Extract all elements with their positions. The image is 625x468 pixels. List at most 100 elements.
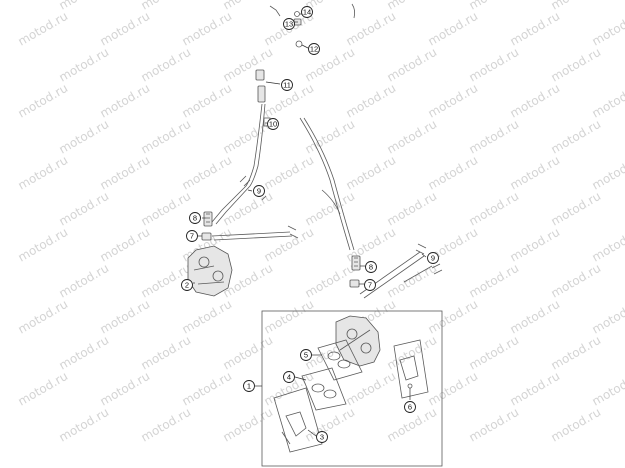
watermark-text: motod.ru — [139, 333, 194, 373]
watermark-text: motod.ru — [426, 297, 481, 337]
callout-2: 2 — [181, 279, 193, 291]
watermark-text: motod.ru — [98, 81, 153, 121]
watermark-text: motod.ru — [98, 297, 153, 337]
callout-label: 9 — [257, 187, 261, 196]
watermark-text: motod.ru — [508, 9, 563, 49]
callout-8-left: 8 — [189, 212, 201, 224]
watermark-text: motod.ru — [467, 405, 522, 445]
callout-14: 14 — [301, 6, 313, 18]
callout-label: 1 — [247, 382, 251, 391]
watermark-text: motod.ru — [385, 117, 440, 157]
watermark-text: motod.ru — [508, 225, 563, 265]
watermark-text: motod.ru — [508, 297, 563, 337]
kit-parts — [273, 315, 429, 453]
watermark-text: motod.ru — [98, 9, 153, 49]
callout-label: 3 — [320, 433, 324, 442]
callout-circle — [243, 380, 255, 392]
watermark-text: motod.ru — [139, 189, 194, 229]
watermark-text: motod.ru — [57, 261, 112, 301]
watermark-text: motod.ru — [385, 45, 440, 85]
leader-lines — [193, 13, 427, 437]
watermark-text: motod.ru — [16, 369, 71, 409]
watermark-text: motod.ru — [426, 369, 481, 409]
watermark-text: motod.ru — [180, 153, 235, 193]
callout-label: 10 — [269, 120, 277, 129]
callout-8-right: 8 — [365, 261, 377, 273]
watermark-text: motod.ru — [590, 9, 625, 49]
watermark-text: motod.ru — [57, 117, 112, 157]
watermark-text: motod.ru — [16, 81, 71, 121]
callout-12: 12 — [308, 43, 320, 55]
callout-circle — [316, 431, 328, 443]
watermark-text: motod.ru — [549, 0, 604, 13]
watermark-text: motod.ru — [139, 405, 194, 445]
watermark-text: motod.ru — [590, 153, 625, 193]
callout-circle — [308, 43, 320, 55]
callout-label: 7 — [368, 281, 372, 290]
watermark-text: motod.ru — [221, 333, 276, 373]
callout-label: 11 — [283, 81, 291, 90]
watermark-text: motod.ru — [57, 0, 112, 13]
watermark-text: motod.ru — [16, 153, 71, 193]
watermark-text: motod.ru — [57, 189, 112, 229]
callout-circle — [300, 349, 312, 361]
watermark-text: motod.ru — [590, 297, 625, 337]
watermark-text: motod.ru — [16, 225, 71, 265]
watermark-text: motod.ru — [549, 117, 604, 157]
watermark-text: motod.ru — [590, 369, 625, 409]
watermark-text: motod.ru — [98, 225, 153, 265]
callout-label: 13 — [285, 20, 293, 29]
callout-11: 11 — [281, 79, 293, 91]
callout-circle — [253, 185, 265, 197]
watermark-text: motod.ru — [549, 405, 604, 445]
watermark-text: motod.ru — [57, 405, 112, 445]
watermark-text: motod.ru — [180, 81, 235, 121]
callout-5: 5 — [300, 349, 312, 361]
watermark-text: motod.ru — [303, 261, 358, 301]
watermark-text: motod.ru — [385, 0, 440, 13]
watermark-text: motod.ru — [262, 153, 317, 193]
watermark-text: motod.ru — [549, 45, 604, 85]
watermark-text: motod.ru — [303, 405, 358, 445]
watermark-text: motod.ru — [180, 9, 235, 49]
callout-label: 14 — [303, 8, 311, 17]
watermark-text: motod.ru — [344, 153, 399, 193]
callout-circle — [181, 279, 193, 291]
callout-label: 4 — [287, 373, 291, 382]
watermark-text: motod.ru — [221, 117, 276, 157]
watermark-text: motod.ru — [262, 297, 317, 337]
watermark-text: motod.ru — [426, 153, 481, 193]
watermark-text: motod.ru — [16, 297, 71, 337]
callout-label: 5 — [304, 351, 308, 360]
watermark-text: motod.ru — [16, 9, 71, 49]
watermark-text: motod.ru — [467, 189, 522, 229]
watermark-text: motod.ru — [139, 0, 194, 13]
watermark-text: motod.ru — [221, 0, 276, 13]
watermark-text: motod.ru — [344, 81, 399, 121]
watermark-text: motod.ru — [139, 45, 194, 85]
callout-label: 9 — [431, 254, 435, 263]
watermark-text: motod.ru — [508, 81, 563, 121]
watermark-text: motod.ru — [467, 45, 522, 85]
callout-circle — [404, 401, 416, 413]
callout-circle — [283, 18, 295, 30]
callout-10: 10 — [267, 118, 279, 130]
callout-circle — [283, 371, 295, 383]
watermark-text: motod.ru — [385, 189, 440, 229]
watermark-text: motod.ru — [139, 117, 194, 157]
watermark-text: motod.ru — [590, 81, 625, 121]
watermark-text: motod.ru — [221, 45, 276, 85]
watermark-text: motod.ru — [549, 261, 604, 301]
watermark-text: motod.ru — [467, 333, 522, 373]
watermark-text: motod.ru — [57, 333, 112, 373]
callout-label: 8 — [193, 214, 197, 223]
callout-circle — [301, 6, 313, 18]
watermark-text: motod.ru — [344, 9, 399, 49]
watermark-text: motod.ru — [180, 369, 235, 409]
callout-label: 8 — [369, 263, 373, 272]
callout-1: 1 — [243, 380, 255, 392]
watermark-text: motod.ru — [549, 189, 604, 229]
callout-9-left: 9 — [253, 185, 265, 197]
watermark-text: motod.ru — [180, 297, 235, 337]
